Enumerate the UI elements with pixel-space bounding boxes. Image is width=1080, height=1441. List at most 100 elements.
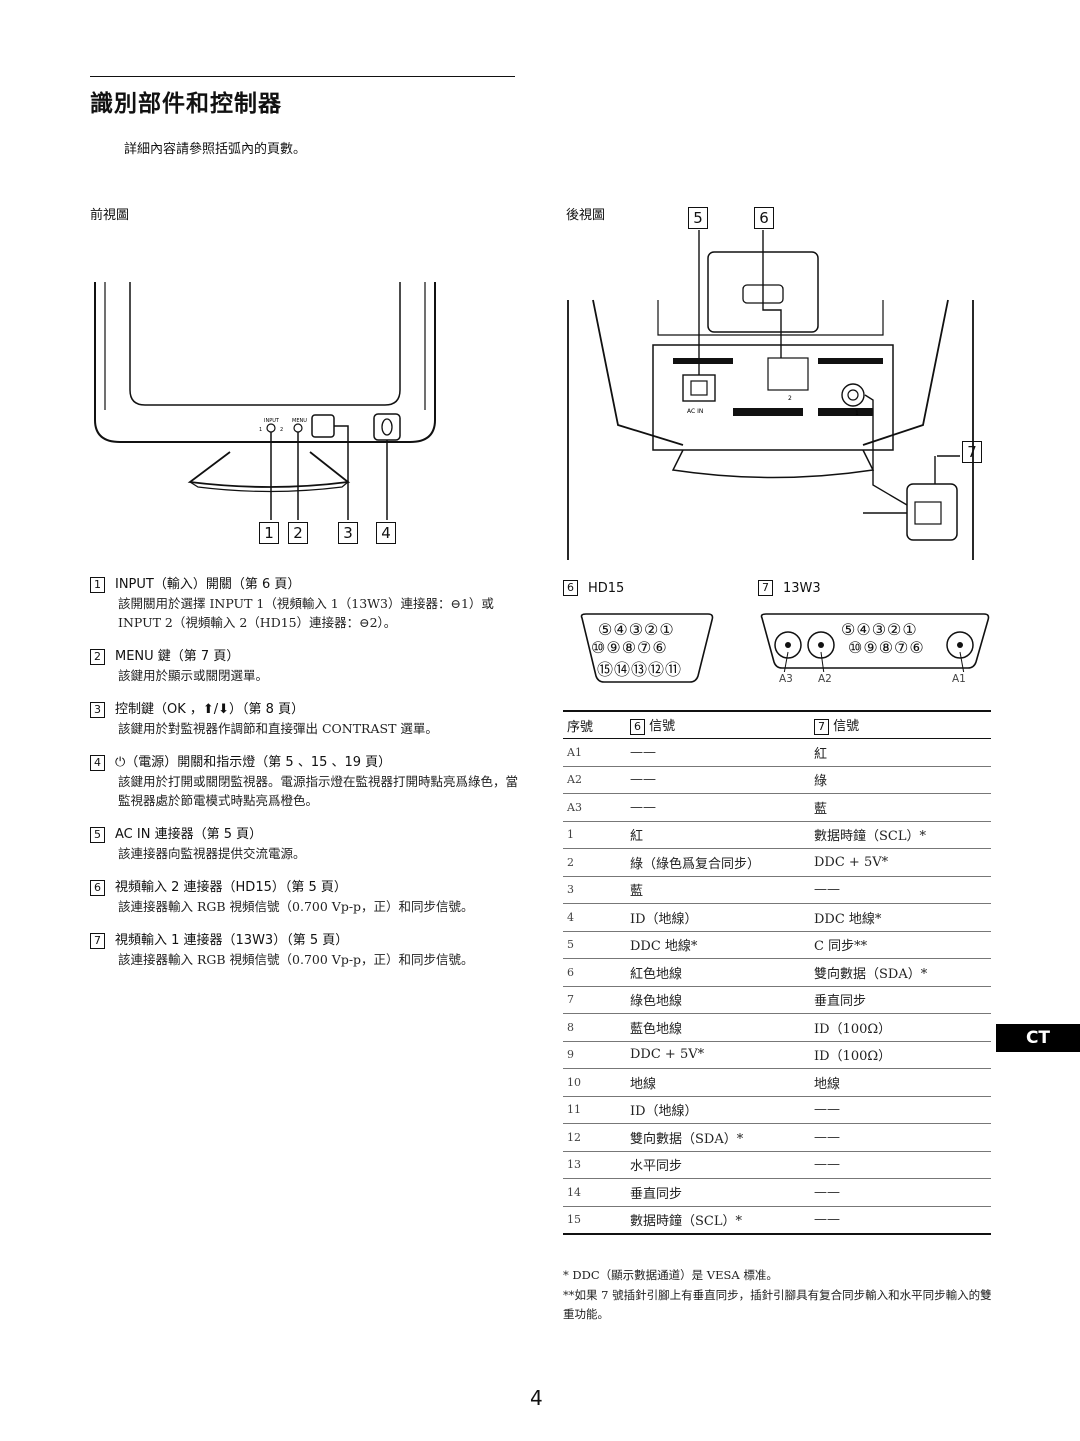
13w3-pin-a2: A2: [818, 673, 832, 685]
item-heading: AC IN 連接器（第 5 頁）: [115, 827, 263, 842]
item-body: 該鍵用於對監視器作調節和直接彈出 CONTRAST 選單。: [118, 721, 438, 736]
col-label: 信號: [649, 719, 676, 734]
callout-7: 7: [962, 441, 982, 463]
hd15-signal-cell: DDC + 5V*: [626, 1041, 810, 1069]
footnote-sync: **如果 7 號插針引腳上有垂直同步，插針引腳具有复合同步輸入和水平同步輸入的雙…: [563, 1288, 992, 1321]
pin-cell: 6: [563, 958, 626, 987]
item-body: 該鍵用於顯示或關閉選單。: [118, 668, 269, 683]
13w3-pin-a3: A3: [779, 673, 793, 685]
hd15-signal-cell: ID（地線）: [626, 903, 810, 932]
item-number: 5: [90, 827, 105, 843]
hd15-signal-cell: 數据時鐘（SCL）*: [626, 1206, 810, 1235]
item-number: 7: [90, 933, 105, 949]
13w3-number: 7: [758, 580, 773, 596]
pin-cell: 8: [563, 1013, 626, 1042]
13w3-signal-cell: ——: [810, 1123, 991, 1152]
pin-cell: 12: [563, 1123, 626, 1152]
col-number: 6: [630, 719, 645, 735]
col-header-13w3: 7 信號: [810, 710, 991, 739]
13w3-text: 13W3: [783, 580, 821, 596]
rear-input-2-label: 2: [788, 395, 792, 402]
hd15-text: HD15: [588, 580, 625, 596]
item-heading: 視頻輸入 1 連接器（13W3）（第 5 頁）: [115, 933, 349, 948]
item-body: 該開關用於選擇 INPUT 1（視頻輸入 1（13W3）連接器：⊖1）或 INP…: [118, 596, 494, 630]
13w3-signal-cell: 雙向數据（SDA）*: [810, 958, 991, 987]
col-label: 信號: [833, 719, 860, 734]
pin-cell: 5: [563, 931, 626, 959]
desc-item-5: 5 AC IN 連接器（第 5 頁） 該連接器向監視器提供交流電源。: [90, 826, 530, 863]
hd15-signal-cell: 紅色地線: [626, 958, 810, 987]
col-header-pin: 序號: [563, 710, 626, 739]
pin-cell: 13: [563, 1151, 626, 1179]
callout-1: 1: [259, 522, 279, 544]
hd15-signal-cell: 綠色地線: [626, 986, 810, 1014]
hd15-signal-cell: ——: [626, 793, 810, 822]
13w3-signal-cell: ——: [810, 1178, 991, 1207]
13w3-signal-cell: 綠: [810, 766, 991, 794]
13w3-signal-cell: 藍: [810, 793, 991, 822]
table-row: A2——綠: [563, 766, 991, 794]
pin-cell: 2: [563, 848, 626, 877]
pin-cell: 11: [563, 1096, 626, 1124]
pin-cell: 3: [563, 876, 626, 904]
table-row: A1——紅: [563, 738, 991, 767]
front-input-1-label: 1: [259, 427, 262, 433]
hd15-pins-row2: ⑩⑨⑧⑦⑥: [591, 638, 668, 657]
table-row: A3——藍: [563, 793, 991, 822]
hd15-signal-cell: 綠（綠色爲复合同步）: [626, 848, 810, 877]
item-heading: 控制鍵（OK ，⬆/⬇）（第 8 頁）: [115, 702, 305, 717]
callout-5: 5: [688, 207, 708, 229]
hd15-signal-cell: 雙向數据（SDA）*: [626, 1123, 810, 1152]
rear-view-illustration: AC IN 2 1: [567, 230, 974, 560]
pin-cell: 14: [563, 1178, 626, 1207]
footnote-ddc: * DDC（顯示數据通道）是 VESA 標准。: [563, 1268, 778, 1282]
hd15-signal-cell: ——: [626, 766, 810, 794]
13w3-signal-cell: C 同步**: [810, 931, 991, 959]
rear-ac-in-label: AC IN: [687, 408, 703, 415]
page-title: 識別部件和控制器: [90, 91, 282, 117]
13w3-signal-cell: DDC + 5V*: [810, 848, 991, 877]
hd15-signal-cell: DDC 地線*: [626, 931, 810, 959]
pin-cell: 4: [563, 903, 626, 932]
item-body: 該連接器向監視器提供交流電源。: [118, 846, 306, 861]
desc-item-7: 7 視頻輸入 1 連接器（13W3）（第 5 頁） 該連接器輸入 RGB 視頻信號…: [90, 932, 530, 969]
item-body: 該鍵用於打開或關閉監視器。電源指示燈在監視器打開時點亮爲綠色，當監視器處於節電模…: [118, 774, 519, 808]
desc-item-3: 3 控制鍵（OK ，⬆/⬇）（第 8 頁） 該鍵用於對監視器作調節和直接彈出 CO…: [90, 701, 530, 738]
pin-cell: 1: [563, 821, 626, 849]
front-input-2-label: 2: [280, 427, 283, 433]
13w3-signal-cell: ——: [810, 1206, 991, 1235]
item-body: 該連接器輸入 RGB 視頻信號（0.700 Vp-p，正）和同步信號。: [118, 952, 474, 967]
item-heading: 視頻輸入 2 連接器（HD15）（第 5 頁）: [115, 880, 347, 895]
callout-2: 2: [288, 522, 308, 544]
hd15-pins-row3: ⑮⑭⑬⑫⑪: [597, 660, 683, 679]
pin-cell: A1: [563, 738, 626, 767]
hd15-signal-cell: 藍色地線: [626, 1013, 810, 1042]
item-heading: MENU 鍵（第 7 頁）: [115, 649, 240, 664]
table-header-row: 序號 6 信號 7 信號: [563, 710, 991, 739]
item-number: 3: [90, 702, 105, 718]
13w3-signal-cell: DDC 地線*: [810, 903, 991, 932]
hd15-signal-cell: 藍: [626, 876, 810, 904]
col-header-hd15: 6 信號: [626, 710, 810, 739]
hd15-signal-cell: 水平同步: [626, 1151, 810, 1179]
callout-4: 4: [376, 522, 396, 544]
pin-cell: 10: [563, 1068, 626, 1097]
pin-cell: 15: [563, 1206, 626, 1235]
item-number: 1: [90, 577, 105, 593]
callout-6: 6: [754, 207, 774, 229]
13w3-signal-cell: ——: [810, 1151, 991, 1179]
